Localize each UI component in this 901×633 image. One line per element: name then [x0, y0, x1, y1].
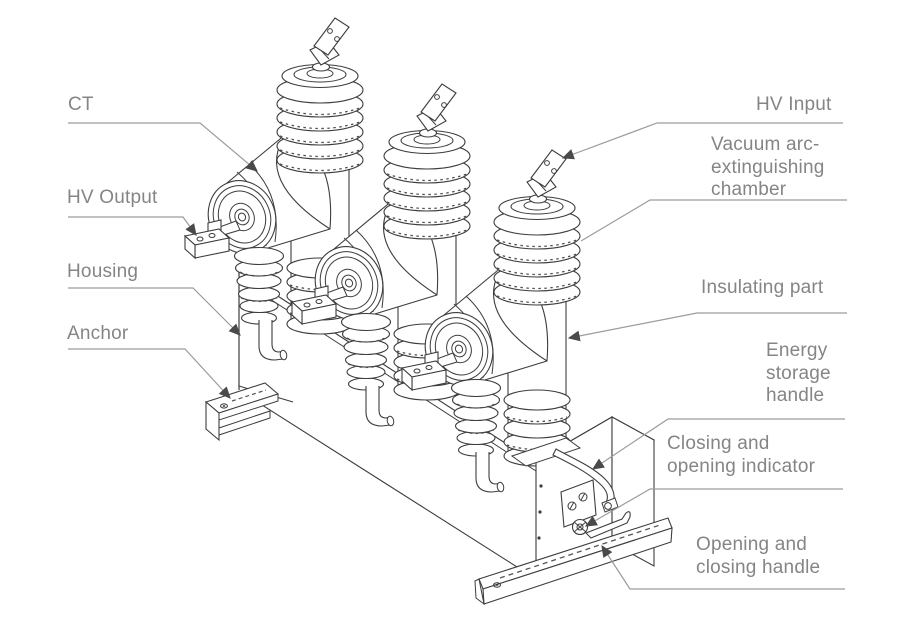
- indicator-plate-part: [560, 479, 597, 528]
- label-insulating-part: Insulating part: [701, 277, 824, 298]
- leader-indicator: [584, 488, 843, 527]
- opening-closing-handle-part: [571, 511, 631, 539]
- leader-hv-input: [561, 122, 843, 160]
- column-mount-flange: [510, 437, 582, 467]
- leader-vacuum-chamber: [580, 199, 847, 242]
- anchor-bracket-left: [204, 382, 280, 442]
- leader-hv-output: [68, 216, 197, 236]
- leader-ct: [68, 122, 258, 172]
- label-opening-closing-handle: Opening and closing handle: [696, 534, 821, 578]
- label-closing-opening-indicator: Closing and opening indicator: [667, 433, 816, 477]
- leader-anchor: [68, 348, 231, 399]
- leader-opening-handle: [601, 544, 845, 590]
- base-rail-right: [474, 517, 673, 606]
- leader-energy-storage: [592, 418, 845, 470]
- leader-housing: [68, 287, 241, 336]
- mechanism-box: [510, 416, 656, 580]
- leader-insulating-part: [567, 312, 847, 342]
- label-ct: CT: [68, 94, 94, 115]
- label-hv-output: HV Output: [67, 187, 158, 208]
- label-hv-input: HV Input: [756, 94, 832, 115]
- leader-lines: [68, 122, 847, 590]
- label-housing: Housing: [67, 261, 139, 282]
- label-anchor: Anchor: [67, 323, 129, 344]
- label-energy-storage-handle: Energy storage handle: [766, 340, 831, 406]
- label-vacuum-chamber: Vacuum arc- extinguishing chamber: [711, 134, 825, 200]
